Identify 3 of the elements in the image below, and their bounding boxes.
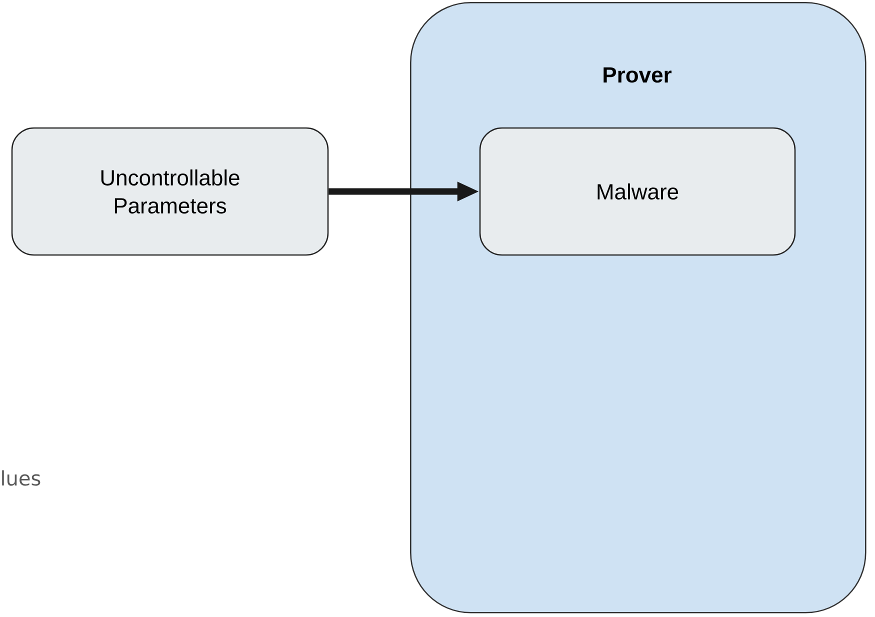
process-box: Uncontrollable Parameters (11, 127, 329, 256)
text-label: lues (2, 470, 40, 486)
process-box: Malware (479, 127, 796, 256)
